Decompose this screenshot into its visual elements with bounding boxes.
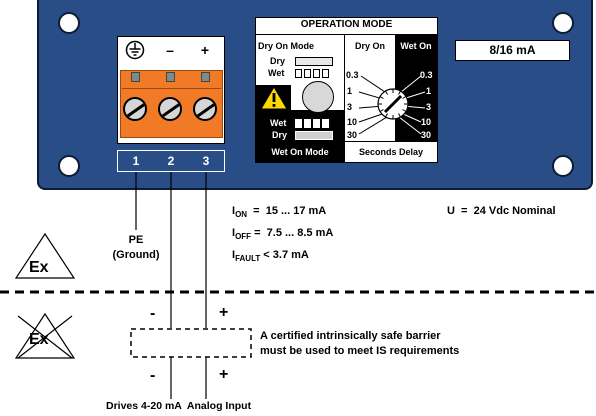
ex-hazard-icon (14, 232, 76, 279)
ex-label-crossed: Ex (29, 331, 49, 348)
wet-indicator-segments (295, 69, 333, 78)
terminal-pin (166, 72, 175, 82)
wet-scale-30: 30 (421, 130, 432, 140)
dry-indicator-label-lower: Dry (272, 130, 288, 140)
dry-on-label: Dry On (354, 41, 385, 51)
warning-icon (260, 86, 288, 115)
dry-scale-0.3: 0.3 (346, 70, 359, 80)
ground-icon (125, 40, 145, 63)
spec-voltage: U = 24 Vdc Nominal (447, 205, 556, 217)
ex-prohibited-icon (14, 312, 76, 359)
wet-indicator-segments-lower (295, 119, 333, 128)
operation-mode-title: OPERATION MODE (300, 19, 393, 30)
divider (345, 141, 437, 142)
connector-divider (122, 88, 221, 89)
wet-scale-1: 1 (426, 86, 432, 96)
terminal-number-2: 2 (167, 154, 175, 168)
terminal-number-1: 1 (132, 154, 140, 168)
barrier-plus-top: + (219, 304, 229, 321)
divider (255, 34, 438, 35)
spec-i-off: IOFF = 7.5 ... 8.5 mA (232, 227, 334, 241)
barrier-note-line2: must be used to meet IS requirements (260, 345, 460, 357)
wet-indicator-label-lower: Wet (270, 118, 287, 128)
barrier-minus-bottom: - (150, 367, 156, 384)
dry-indicator-label: Dry (270, 56, 286, 66)
wet-on-label: Wet On (400, 41, 432, 51)
dry-indicator-bar (295, 57, 333, 66)
terminal-screw-1 (123, 97, 147, 121)
dry-on-mode-label: Dry On Mode (258, 41, 315, 51)
delay-dial-icon (358, 75, 426, 135)
output-badge: 8/16 mA (455, 40, 570, 61)
pe-label: PE (128, 234, 144, 246)
terminal-number-strip (117, 150, 225, 172)
seconds-delay-label: Seconds Delay (358, 147, 424, 157)
mounting-hole-top-right (552, 12, 574, 34)
wet-indicator-label: Wet (268, 68, 285, 78)
terminal-minus-symbol: – (166, 42, 174, 58)
mounting-hole-top-left (58, 12, 80, 34)
barrier-plus-bottom: + (219, 366, 229, 383)
wet-on-column (395, 35, 437, 141)
divider (344, 34, 345, 163)
wet-scale-0.3: 0.3 (420, 70, 433, 80)
spec-i-fault: IFAULT < 3.7 mA (232, 249, 309, 263)
wet-scale-3: 3 (426, 102, 432, 112)
mounting-hole-bottom-left (58, 155, 80, 177)
dry-scale-30: 30 (347, 130, 358, 140)
barrier-note-line1: A certified intrinsically safe barrier (260, 330, 441, 342)
dry-scale-10: 10 (347, 117, 358, 127)
terminal-screw-2 (158, 97, 182, 121)
wet-on-mode-label: Wet On Mode (271, 147, 329, 157)
ex-label: Ex (29, 259, 49, 276)
dry-scale-1: 1 (347, 86, 353, 96)
barrier-minus-top: - (150, 305, 156, 322)
wet-scale-10: 10 (421, 117, 432, 127)
dry-indicator-bar-lower (295, 131, 333, 140)
ground-label: (Ground) (112, 249, 160, 261)
terminal-pin (201, 72, 210, 82)
spec-i-on: ION = 15 ... 17 mA (232, 205, 327, 219)
mounting-hole-bottom-right (552, 155, 574, 177)
drives-label: Drives 4-20 mA Analog Input (106, 400, 252, 412)
terminal-number-3: 3 (202, 154, 210, 168)
terminal-pin (131, 72, 140, 82)
mode-selector-knob (302, 81, 334, 113)
terminal-screw-3 (193, 97, 217, 121)
terminal-plus-symbol: + (200, 42, 210, 58)
dry-scale-3: 3 (347, 102, 353, 112)
